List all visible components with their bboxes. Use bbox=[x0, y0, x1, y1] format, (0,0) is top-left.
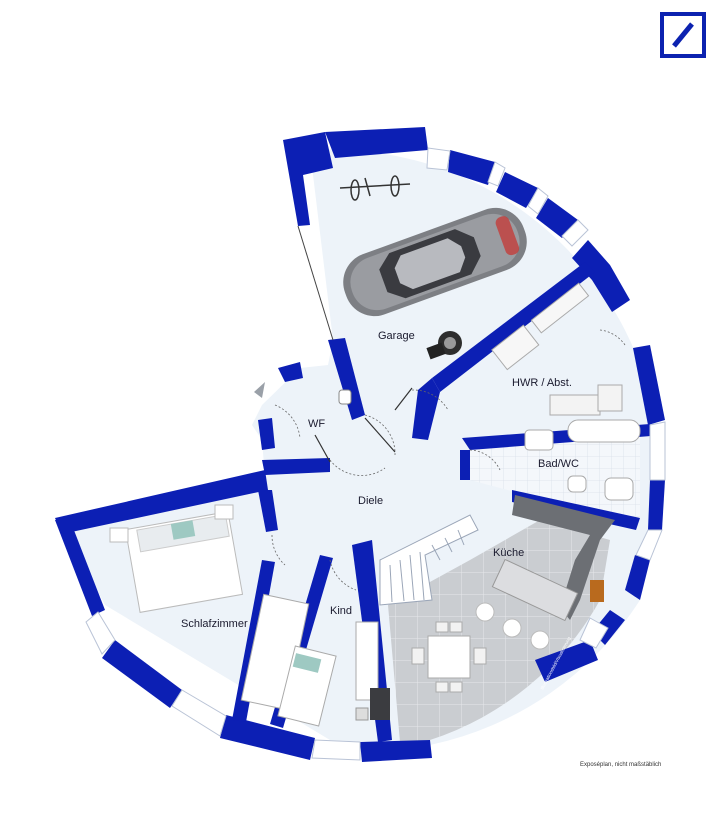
bed-icon bbox=[109, 504, 244, 613]
bathroom-fixtures bbox=[524, 419, 641, 501]
utility-shelves bbox=[491, 282, 623, 416]
staircase bbox=[379, 514, 479, 606]
car-icon bbox=[343, 207, 527, 317]
wf-sink-icon bbox=[254, 382, 265, 398]
label-schlafzimmer: Schlafzimmer bbox=[181, 618, 248, 630]
label-bad: Bad/WC bbox=[538, 458, 579, 470]
deutsche-bank-logo-icon bbox=[660, 12, 706, 58]
bar-stools bbox=[475, 602, 550, 650]
bath-floor bbox=[470, 430, 640, 520]
door-leaves bbox=[314, 387, 413, 463]
kids-bed-icon bbox=[277, 645, 337, 727]
footer-note: Exposéplan, nicht maßstäblich bbox=[580, 762, 662, 768]
dining-table bbox=[411, 621, 487, 693]
label-garage: Garage bbox=[378, 330, 415, 342]
desk-icon bbox=[355, 688, 390, 721]
tire-icon bbox=[426, 331, 462, 360]
label-wf: WF bbox=[308, 418, 325, 430]
windows bbox=[85, 147, 666, 761]
kitchen-counter bbox=[491, 495, 615, 622]
label-hwr: HWR / Abst. bbox=[512, 377, 572, 389]
wf-toilet-icon bbox=[338, 389, 352, 405]
label-kind: Kind bbox=[330, 605, 352, 617]
outer-walls bbox=[55, 127, 665, 762]
label-diele: Diele bbox=[358, 495, 383, 507]
label-kueche: Küche bbox=[493, 547, 524, 559]
bicycle-icon bbox=[339, 175, 411, 201]
door-swings bbox=[271, 329, 626, 591]
